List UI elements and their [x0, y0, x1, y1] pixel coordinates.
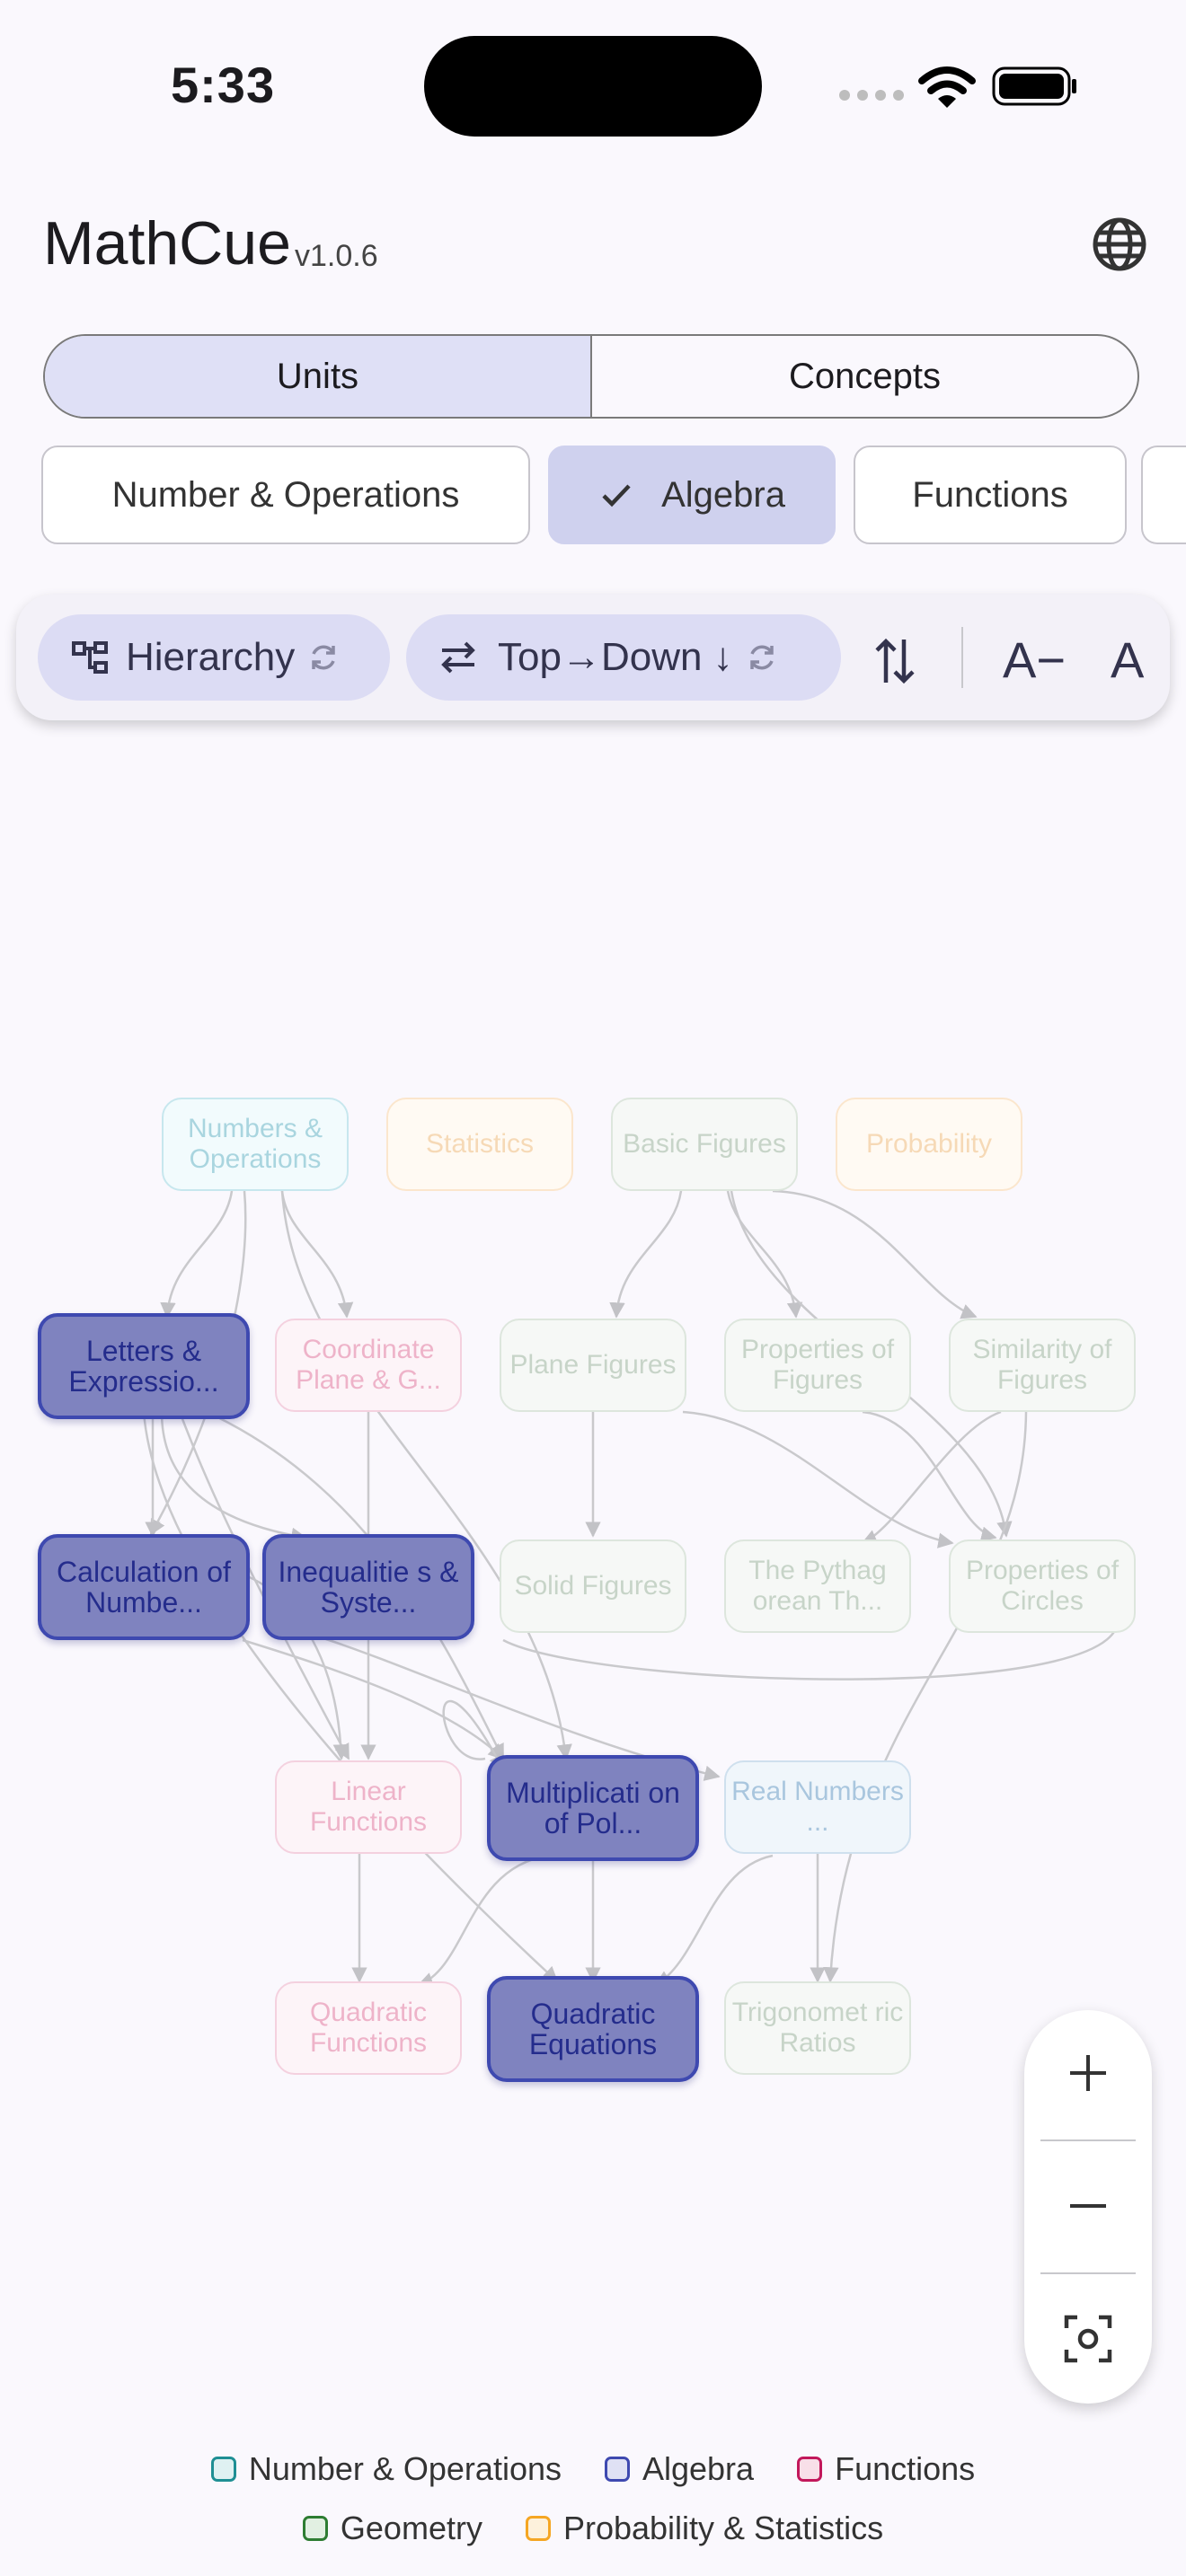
node-letters-expressions[interactable]: Letters & Expressio... [38, 1313, 250, 1419]
legend-item-functions: Functions [797, 2450, 975, 2488]
zoom-controls [1024, 2010, 1152, 2404]
legend-item-number-operations: Number & Operations [210, 2450, 562, 2488]
view-segmented-control: Units Concepts [43, 334, 1139, 419]
node-properties-figures[interactable]: Properties of Figures [724, 1319, 911, 1412]
swap-arrows-icon [441, 641, 475, 674]
legend-label: Geometry [340, 2510, 482, 2546]
legend-item-algebra: Algebra [604, 2450, 755, 2488]
chip-label: Number & Operations [111, 474, 460, 515]
battery-icon [992, 66, 1076, 106]
node-coordinate-plane[interactable]: Coordinate Plane & G... [275, 1319, 462, 1412]
legend-row: Geometry Probability & Statistics [0, 2510, 1186, 2547]
sort-arrows-icon[interactable] [872, 636, 918, 686]
fit-screen-icon [1064, 2315, 1112, 2363]
layout-label: Hierarchy [126, 635, 296, 679]
zoom-in-button[interactable] [1024, 2010, 1152, 2136]
refresh-icon [312, 645, 336, 670]
node-quadratic-equations[interactable]: Quadratic Equations [487, 1976, 699, 2082]
legend-swatch [797, 2457, 823, 2482]
font-increase-button[interactable]: A [1111, 631, 1145, 688]
chip-label: Algebra [661, 474, 785, 515]
node-pythagorean[interactable]: The Pythag orean Th... [724, 1539, 911, 1633]
node-numbers-operations[interactable]: Numbers & Operations [162, 1098, 349, 1191]
zoom-divider [1040, 2272, 1136, 2274]
app-version: v1.0.6 [295, 239, 378, 273]
filter-chip-overflow[interactable] [1141, 446, 1186, 544]
cellular-signal-icon [839, 90, 904, 101]
node-basic-figures[interactable]: Basic Figures [611, 1098, 798, 1191]
node-properties-circles[interactable]: Properties of Circles [949, 1539, 1136, 1633]
graph-toolbar: Hierarchy Top→Down ↓ A− A [16, 595, 1170, 720]
legend-item-geometry: Geometry [302, 2510, 482, 2547]
node-multiplication-polynomials[interactable]: Multiplicati on of Pol... [487, 1755, 699, 1861]
node-plane-figures[interactable]: Plane Figures [500, 1319, 686, 1412]
direction-button[interactable]: Top→Down ↓ [406, 614, 841, 701]
minus-icon [1070, 2204, 1106, 2208]
tab-units[interactable]: Units [45, 336, 592, 417]
zoom-out-button[interactable] [1024, 2143, 1152, 2269]
toolbar-divider [961, 627, 963, 688]
status-time: 5:33 [171, 57, 276, 113]
app-title: MathCue [43, 209, 291, 278]
node-solid-figures[interactable]: Solid Figures [500, 1539, 686, 1633]
legend-swatch [210, 2457, 236, 2482]
legend-label: Number & Operations [248, 2450, 562, 2487]
filter-chip-functions[interactable]: Functions [854, 446, 1127, 544]
node-similarity-figures[interactable]: Similarity of Figures [949, 1319, 1136, 1412]
node-calculation-numbers[interactable]: Calculation of Numbe... [38, 1534, 250, 1640]
plus-icon [1070, 2055, 1106, 2091]
node-trig-ratios[interactable]: Trigonomet ric Ratios [724, 1981, 911, 2075]
dynamic-island [424, 36, 762, 137]
chip-label: Functions [912, 474, 1068, 515]
legend-swatch [302, 2516, 328, 2541]
node-probability[interactable]: Probability [836, 1098, 1022, 1191]
legend-label: Algebra [642, 2450, 755, 2487]
font-decrease-button[interactable]: A− [1003, 631, 1067, 688]
node-quadratic-functions[interactable]: Quadratic Functions [275, 1981, 462, 2075]
legend-label: Functions [835, 2450, 976, 2487]
node-statistics[interactable]: Statistics [386, 1098, 573, 1191]
wifi-icon [918, 66, 976, 108]
legend-swatch [525, 2516, 551, 2541]
globe-icon[interactable] [1091, 216, 1148, 273]
node-real-numbers[interactable]: Real Numbers ... [724, 1760, 911, 1854]
legend-item-probability-statistics: Probability & Statistics [525, 2510, 884, 2547]
tab-concepts[interactable]: Concepts [789, 356, 941, 396]
hierarchy-icon [72, 641, 108, 674]
filter-chip-algebra[interactable]: Algebra [548, 446, 836, 544]
filter-chip-number-operations[interactable]: Number & Operations [41, 446, 530, 544]
refresh-icon [749, 645, 774, 670]
direction-label: Top→Down ↓ [498, 635, 733, 679]
zoom-divider [1040, 2139, 1136, 2141]
legend-label: Probability & Statistics [562, 2510, 884, 2546]
checkmark-icon [602, 484, 631, 507]
legend-row: Number & Operations Algebra Functions [0, 2450, 1186, 2488]
node-inequalities[interactable]: Inequalitie s & Syste... [262, 1534, 474, 1640]
legend-swatch [604, 2457, 630, 2482]
node-linear-functions[interactable]: Linear Functions [275, 1760, 462, 1854]
fit-view-button[interactable] [1024, 2276, 1152, 2402]
layout-hierarchy-button[interactable]: Hierarchy [38, 614, 390, 701]
